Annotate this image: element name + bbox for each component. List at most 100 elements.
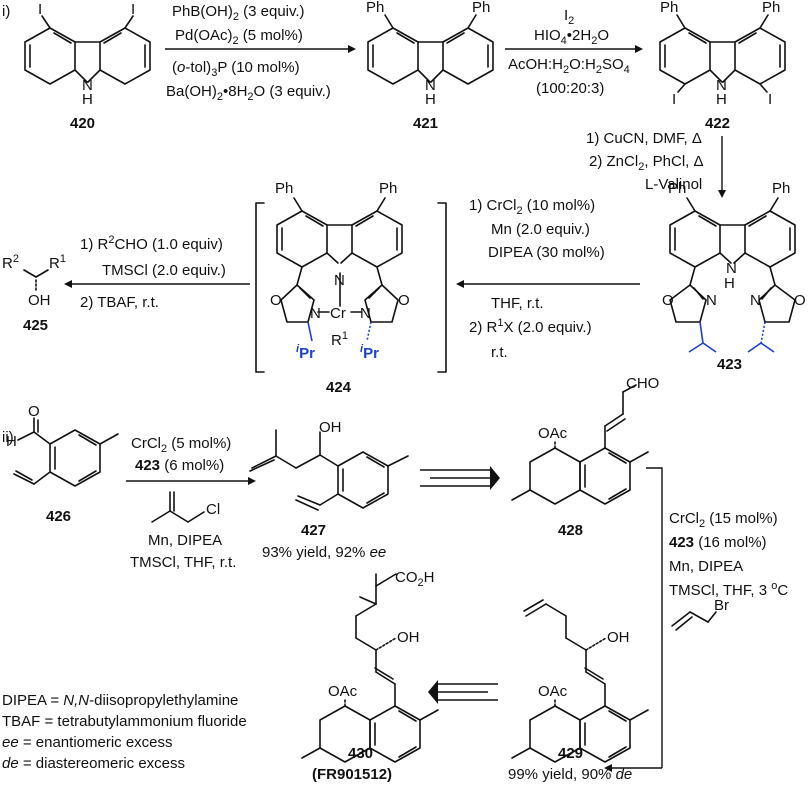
compound-420-structure: [24, 15, 151, 85]
compound-label-429: 429: [558, 745, 583, 762]
reagent-line: TMSCl (2.0 equiv.): [102, 262, 226, 279]
reagent-line: (100:20:3): [536, 80, 604, 97]
atom-acetoxy: OAc: [538, 425, 568, 442]
reagent-line: Mn, DIPEA: [148, 532, 222, 549]
compound-label-421: 421: [413, 115, 438, 132]
atom-nitrogen: N: [750, 292, 761, 309]
atom-hydrogen: H: [82, 91, 93, 108]
compound-name-430: (FR901512): [312, 766, 392, 783]
atom-phenyl: Ph: [660, 0, 678, 16]
atom-hydrogen: H: [716, 91, 727, 108]
reagent-line: 423 (6 mol%): [135, 457, 224, 474]
atom-nitrogen: N: [425, 77, 436, 94]
ring-left: [24, 27, 76, 85]
yield-427: 93% yield, 92% ee: [262, 544, 386, 561]
arrowhead: [348, 45, 356, 53]
atom-phenyl: Ph: [772, 180, 790, 197]
atom-hydrogen: H: [724, 275, 735, 292]
reagent-line: PhB(OH)2 (3 equiv.): [172, 3, 305, 23]
atom-hydroxyl: OH: [397, 629, 420, 646]
atom-hydrogen: H: [6, 433, 17, 450]
legend-line: ee = enantiomeric excess: [2, 734, 173, 751]
atom-chromium: Cr: [330, 305, 346, 322]
atom-oxygen: O: [270, 292, 282, 309]
atom-nitrogen: N: [706, 292, 717, 309]
compound-label-425: 425: [23, 317, 48, 334]
compound-label-428: 428: [558, 522, 583, 539]
reagent-line: Mn, DIPEA: [669, 558, 743, 575]
compound-label-430: 430: [348, 745, 373, 762]
reagent-line: Ba(OH)2•8H2O (3 equiv.): [166, 83, 331, 103]
atom-chlorine: Cl: [206, 501, 220, 518]
reagent-line: 2) TBAF, r.t.: [80, 294, 159, 311]
atom-nitrogen: N: [360, 305, 371, 322]
atom-oxygen: O: [28, 403, 40, 420]
compound-label-423: 423: [717, 356, 742, 373]
legend-line: DIPEA = N,N-diisopropylethylamine: [2, 692, 238, 709]
compound-428-structure: [511, 384, 649, 505]
atom-oxygen: O: [794, 292, 806, 309]
reagent-line: HIO4•2H2O: [534, 27, 609, 47]
atom-phenyl: Ph: [668, 180, 686, 197]
part-label-i: i): [2, 3, 10, 20]
atom-carboxylic-acid: CO2H: [395, 569, 434, 589]
reagent-line: 1) CrCl2 (10 mol%): [469, 197, 595, 217]
compound-430-structure: [301, 573, 439, 763]
compound-425-structure: [23, 269, 49, 293]
atom-r1: R1: [331, 330, 348, 349]
compound-426-structure: [13, 417, 119, 487]
compound-label-420: 420: [70, 115, 95, 132]
reagent-line: THF, r.t.: [491, 295, 544, 312]
reagent-line: CrCl2 (15 mol%): [669, 510, 778, 530]
arrowhead: [604, 764, 612, 772]
part-label-ii: ii): [2, 429, 14, 446]
reagent-line: TMSCl, THF, 3 oC: [669, 580, 788, 599]
compound-429-structure: [511, 599, 649, 763]
compound-422-structure: [659, 14, 786, 93]
atom-iodine: I: [38, 1, 42, 18]
reagent-line: AcOH:H2O:H2SO4: [508, 56, 630, 76]
reagent-line: L-Valinol: [645, 176, 702, 193]
reagent-line: 423 (16 mol%): [669, 534, 767, 551]
compound-427-structure: [249, 429, 409, 511]
legend-line: TBAF = tetrabutylammonium fluoride: [2, 713, 247, 730]
allyl-bromide-structure: [671, 611, 717, 631]
compound-423-structure: [669, 197, 796, 353]
atom-nitrogen: N: [334, 272, 345, 289]
reagent-line: I2: [564, 7, 574, 27]
reagent-line: (o-tol)3P (10 mol%): [172, 59, 300, 79]
reaction-arrow-bent: [646, 467, 663, 768]
atom-acetoxy: OAc: [538, 683, 568, 700]
reagent-line: Pd(OAc)2 (5 mol%): [175, 27, 303, 47]
bracket-left: [255, 202, 265, 373]
reagent-line: 1) R2CHO (1.0 equiv): [80, 234, 223, 253]
arrowhead: [248, 477, 256, 485]
reagent-line: DIPEA (30 mol%): [488, 244, 605, 261]
atom-bromine: Br: [714, 597, 729, 614]
arrowhead: [64, 280, 72, 288]
reagent-line: r.t.: [491, 344, 508, 361]
atom-aldehyde: CHO: [626, 375, 659, 392]
arrowhead: [718, 190, 726, 198]
atom-nitrogen: N: [726, 260, 737, 277]
reagent-line: 2) R1X (2.0 equiv.): [469, 317, 592, 336]
reagent-line: CrCl2 (5 mol%): [131, 435, 231, 455]
atom-iodine: I: [768, 91, 772, 108]
compound-label-426: 426: [46, 508, 71, 525]
atom-nitrogen: N: [716, 77, 727, 94]
compound-label-427: 427: [301, 522, 326, 539]
methallyl-chloride-structure: [151, 491, 205, 523]
compound-label-422: 422: [705, 115, 730, 132]
atom-acetoxy: OAc: [328, 683, 358, 700]
atom-nitrogen: N: [310, 305, 321, 322]
isopropyl-label: iPr: [296, 343, 315, 362]
reagent-line: Mn (2.0 equiv.): [491, 221, 590, 238]
compound-424-structure: [255, 197, 447, 373]
atom-phenyl: Ph: [366, 0, 384, 16]
arrowhead: [635, 45, 643, 53]
reagent-line: TMSCl, THF, r.t.: [130, 554, 236, 571]
atom-phenyl: Ph: [472, 0, 490, 16]
ring-right: [99, 27, 151, 85]
